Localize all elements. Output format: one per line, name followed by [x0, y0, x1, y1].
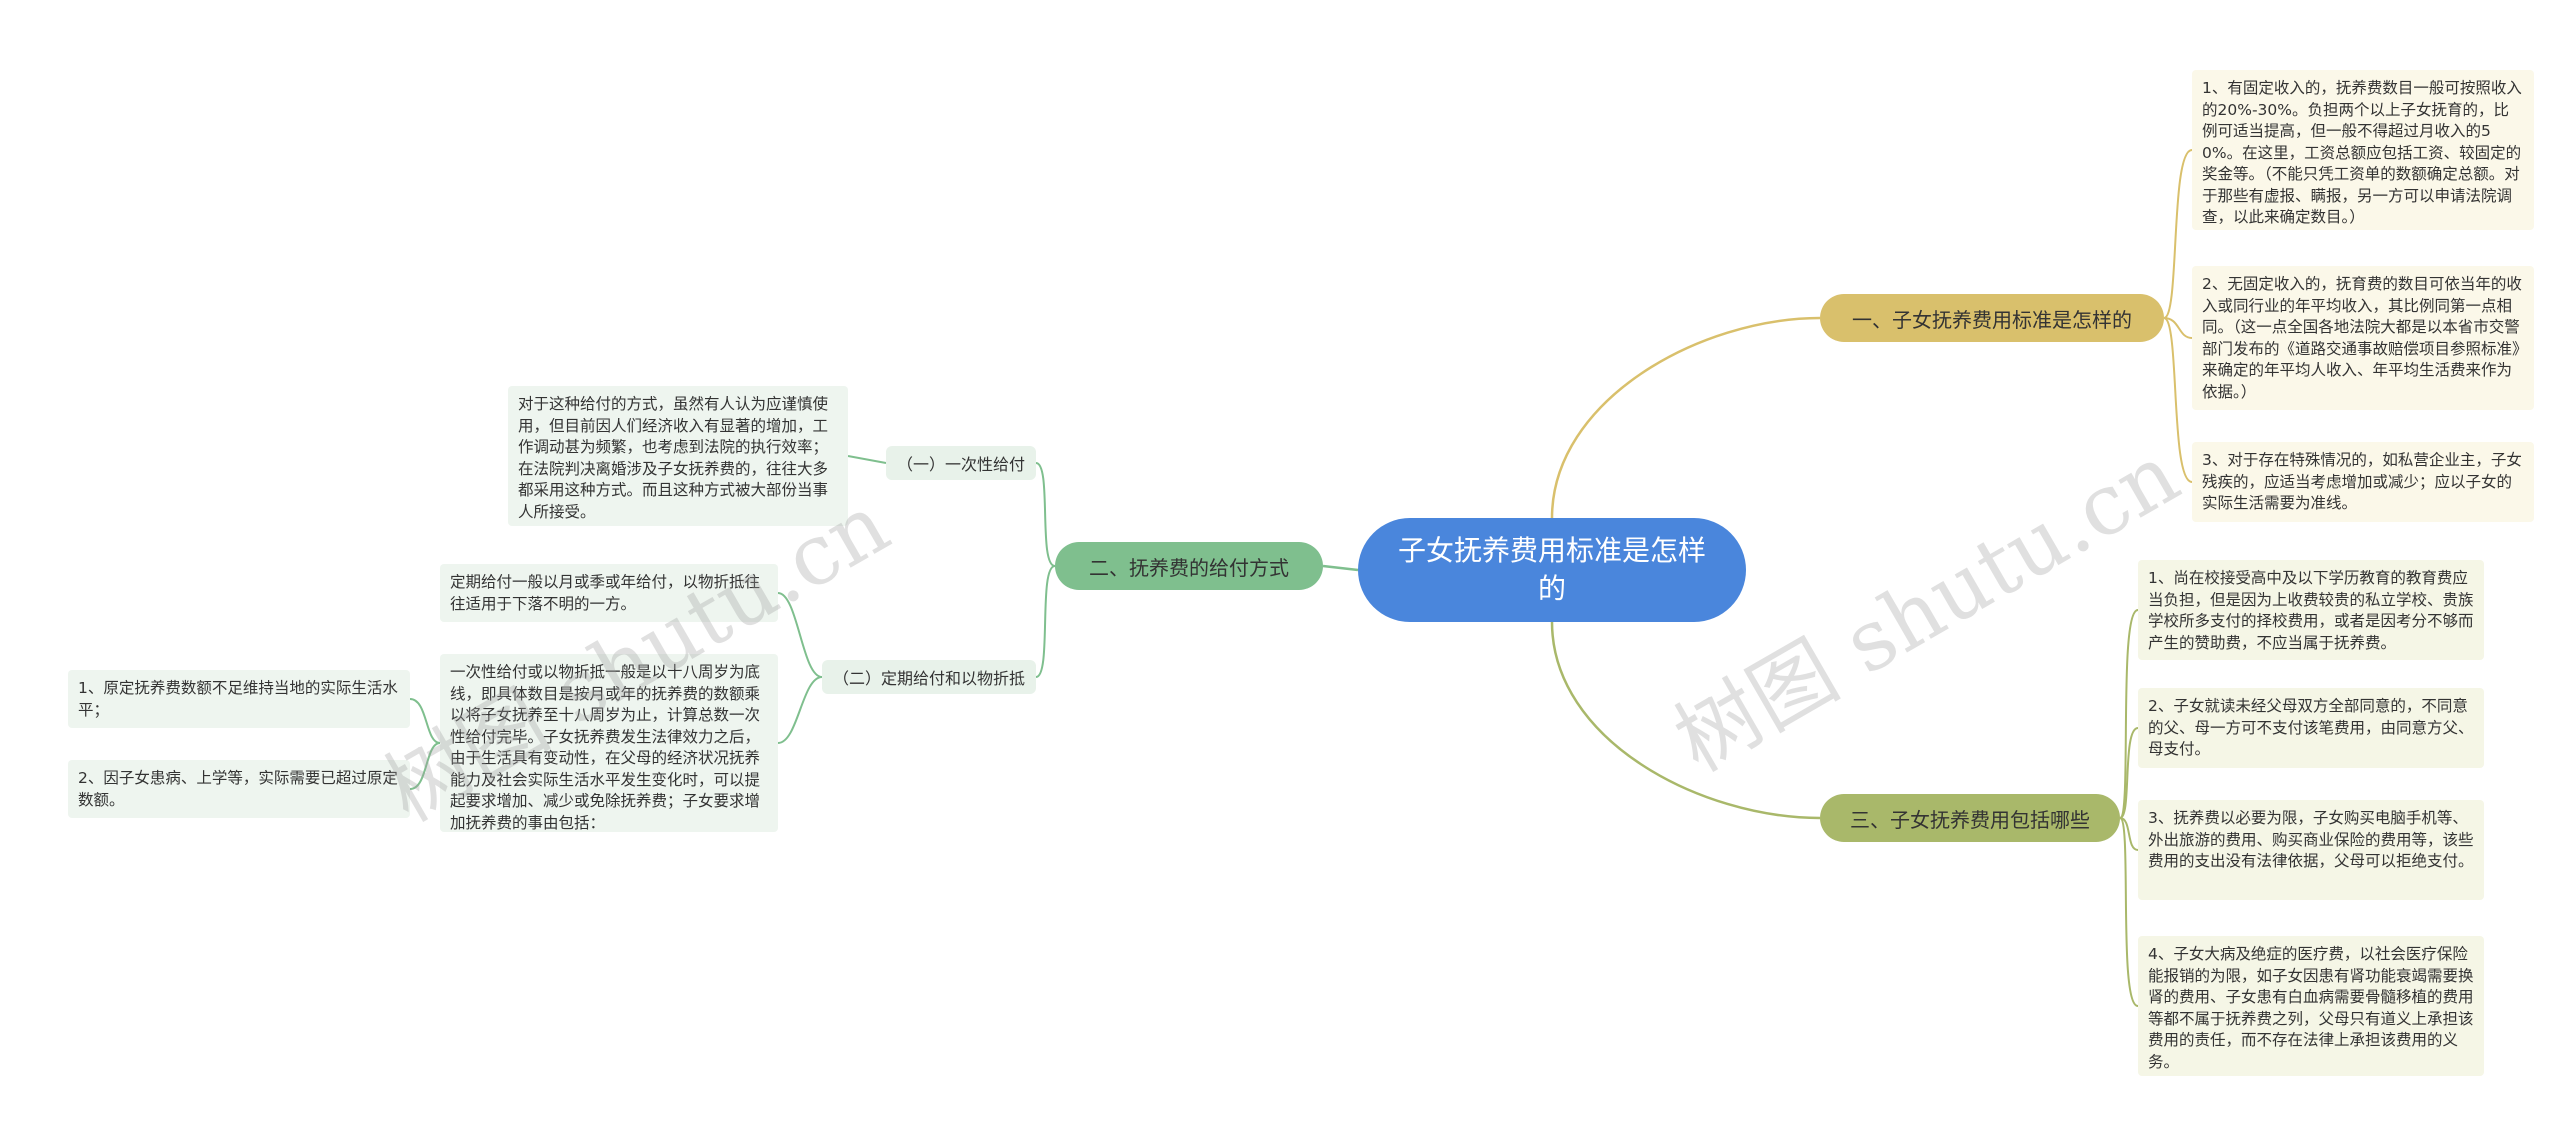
- link-b1-leaf3: [2163, 317, 2193, 483]
- link-b3-leaf4: [2119, 817, 2139, 1007]
- leaf-education-costs[interactable]: 1、尚在校接受高中及以下学历教育的教育费应当负担，但是因为上收费较贵的私立学校、…: [2138, 560, 2484, 660]
- link-root-branch2: [1322, 564, 1359, 572]
- link-b1-leaf1: [2163, 149, 2193, 319]
- leaf-medical-costs[interactable]: 4、子女大病及绝症的医疗费，以社会医疗保险能报销的为限，如子女因患有肾功能衰竭需…: [2138, 936, 2484, 1076]
- link-root-branch3: [1550, 621, 1821, 820]
- branch-payment-methods[interactable]: 二、抚养费的给付方式: [1055, 542, 1323, 590]
- branch-included-costs[interactable]: 三、子女抚养费用包括哪些: [1820, 794, 2120, 842]
- leaf-reason-illness-school[interactable]: 2、因子女患病、上学等，实际需要已超过原定数额。: [68, 760, 410, 818]
- link-b2-sub1: [1035, 462, 1056, 567]
- root-topic[interactable]: 子女抚养费用标准是怎样的: [1358, 518, 1746, 622]
- leaf-periodic-detail[interactable]: 定期给付一般以月或季或年给付，以物折抵往往适用于下落不明的一方。: [440, 564, 778, 622]
- link-sub1-leaf: [847, 455, 887, 464]
- link-b3-leaf2: [2119, 727, 2139, 819]
- link-sub2-leaf2: [777, 676, 823, 744]
- branch-standards[interactable]: 一、子女抚养费用标准是怎样的: [1820, 294, 2164, 342]
- leaf-lump-sum-detail[interactable]: 对于这种给付的方式，虽然有人认为应谨慎使用，但目前因人们经济收入有显著的增加，工…: [508, 386, 848, 526]
- leaf-reason-insufficient[interactable]: 1、原定抚养费数额不足维持当地的实际生活水平；: [68, 670, 410, 728]
- leaf-no-fixed-income[interactable]: 2、无固定收入的，抚育费的数目可依当年的收入或同行业的年平均收入，其比例同第一点…: [2192, 266, 2534, 410]
- link-sub2-leaf1: [777, 592, 823, 678]
- leaf-necessary-limit[interactable]: 3、抚养费以必要为限，子女购买电脑手机等、外出旅游的费用、购买商业保险的费用等，…: [2138, 800, 2484, 900]
- link-leaf-reason1: [409, 698, 441, 744]
- leaf-special-cases[interactable]: 3、对于存在特殊情况的，如私营企业主，子女残疾的，应适当考虑增加或减少；应以子女…: [2192, 442, 2534, 522]
- link-root-branch1: [1550, 316, 1821, 519]
- leaf-adjustment-detail[interactable]: 一次性给付或以物折抵一般是以十八周岁为底线，即具体数目是按月或年的抚养费的数额乘…: [440, 654, 778, 832]
- sub-lump-sum[interactable]: （一）一次性给付: [886, 446, 1036, 480]
- link-b3-leaf3: [2119, 817, 2139, 851]
- link-b2-sub2: [1035, 565, 1056, 678]
- leaf-unagreed-schooling[interactable]: 2、子女就读未经父母双方全部同意的，不同意的父、母一方可不支付该笔费用，由同意方…: [2138, 688, 2484, 768]
- link-b1-leaf2: [2163, 317, 2193, 339]
- sub-periodic-payment[interactable]: （二）定期给付和以物折抵: [822, 660, 1036, 694]
- link-leaf-reason2: [409, 742, 441, 790]
- leaf-fixed-income[interactable]: 1、有固定收入的，抚养费数目一般可按照收入的20%-30%。负担两个以上子女抚育…: [2192, 70, 2534, 230]
- link-b3-leaf1: [2119, 609, 2139, 819]
